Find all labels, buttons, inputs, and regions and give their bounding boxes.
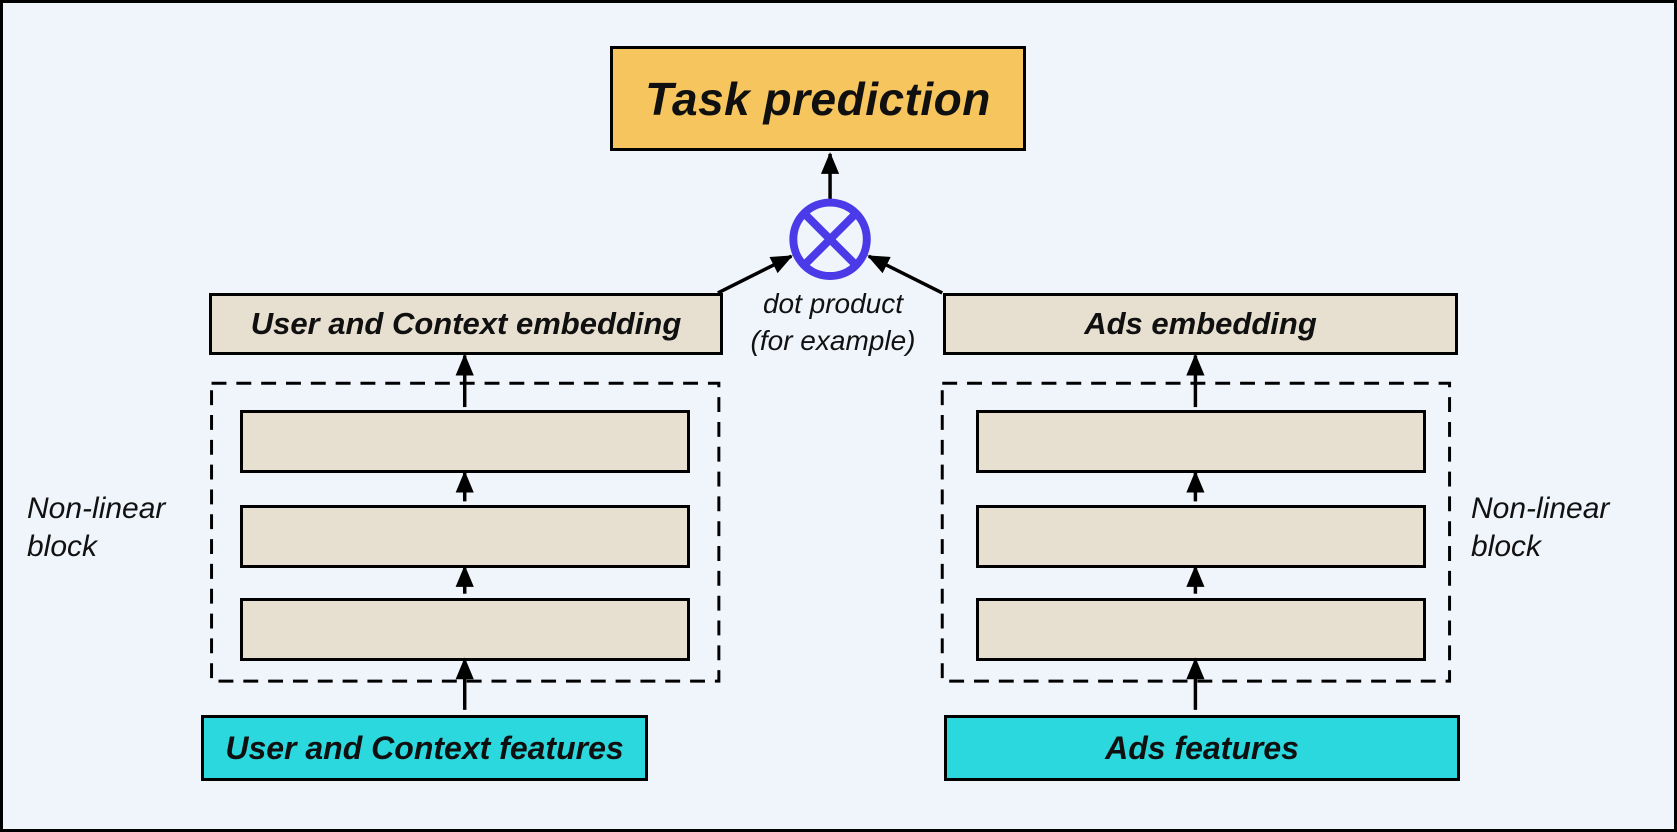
right-layer-box-bottom (976, 598, 1426, 661)
ads-embedding-label: Ads embedding (1084, 306, 1317, 341)
right-layer-box-top (976, 410, 1426, 473)
right-nonlinear-block-label: Non-linear block (1471, 492, 1610, 563)
right-layer-box-middle (976, 505, 1426, 568)
user-context-embedding-label: User and Context embedding (250, 306, 682, 341)
task-prediction-box: Task prediction (610, 46, 1026, 151)
ads-features-box: Ads features (944, 715, 1460, 781)
dot-product-annotation-line2: (for example) (750, 325, 916, 356)
user-context-features-box: User and Context features (201, 715, 648, 781)
ads-features-label: Ads features (1105, 729, 1299, 766)
user-context-embedding-box: User and Context embedding (209, 293, 723, 355)
left-layer-box-middle (240, 505, 690, 568)
dot-product-annotation: dot product (for example) (703, 285, 963, 359)
left-layer-box-bottom (240, 598, 690, 661)
left-nonlinear-block-label: Non-linear block (27, 492, 166, 563)
task-prediction-label: Task prediction (645, 72, 991, 125)
left-layer-box-top (240, 410, 690, 473)
dot-product-icon (789, 198, 871, 280)
dot-product-annotation-line1: dot product (762, 288, 904, 319)
ads-embedding-box: Ads embedding (943, 293, 1458, 355)
user-context-features-label: User and Context features (225, 729, 624, 766)
